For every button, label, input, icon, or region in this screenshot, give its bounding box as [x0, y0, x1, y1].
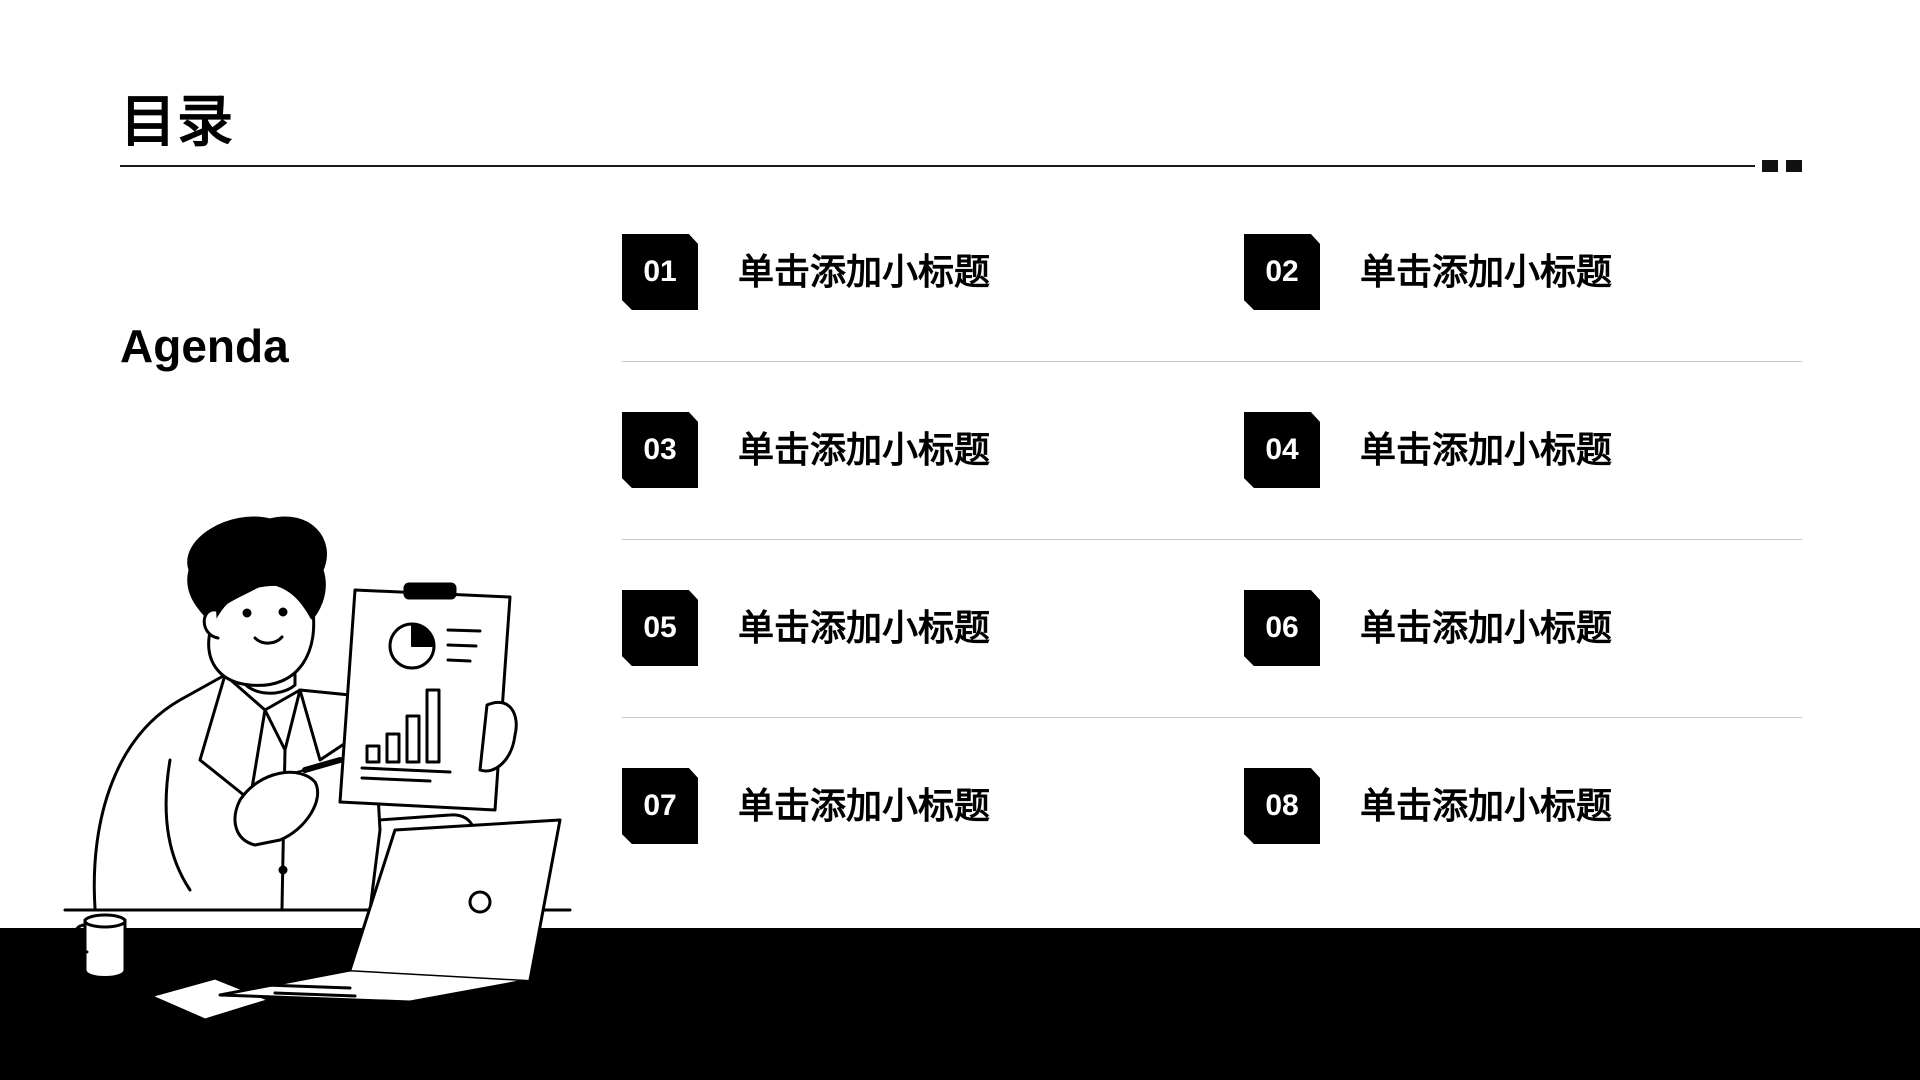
row-divider — [622, 361, 1802, 362]
agenda-item-04[interactable]: 04 单击添加小标题 — [1244, 412, 1804, 488]
number-badge: 06 — [1244, 590, 1320, 666]
agenda-item-08[interactable]: 08 单击添加小标题 — [1244, 768, 1804, 844]
number-badge: 03 — [622, 412, 698, 488]
agenda-item-label: 单击添加小标题 — [738, 430, 991, 471]
agenda-item-07[interactable]: 07 单击添加小标题 — [622, 768, 1182, 844]
square-decoration — [1762, 160, 1778, 172]
agenda-item-05[interactable]: 05 单击添加小标题 — [622, 590, 1182, 666]
agenda-item-label: 单击添加小标题 — [738, 252, 991, 293]
businessman-presenting-chart-icon — [63, 516, 572, 1032]
agenda-item-label: 单击添加小标题 — [1360, 430, 1613, 471]
row-divider — [622, 539, 1802, 540]
agenda-item-02[interactable]: 02 单击添加小标题 — [1244, 234, 1804, 310]
number-badge: 02 — [1244, 234, 1320, 310]
agenda-item-06[interactable]: 06 单击添加小标题 — [1244, 590, 1804, 666]
number-badge: 07 — [622, 768, 698, 844]
number-badge: 04 — [1244, 412, 1320, 488]
agenda-item-03[interactable]: 03 单击添加小标题 — [622, 412, 1182, 488]
agenda-row: 01 单击添加小标题 02 单击添加小标题 — [622, 234, 1802, 412]
agenda-row: 07 单击添加小标题 08 单击添加小标题 — [622, 768, 1802, 946]
number-badge: 01 — [622, 234, 698, 310]
title-divider-squares — [1762, 160, 1802, 172]
page-title: 目录 — [120, 90, 234, 155]
agenda-item-label: 单击添加小标题 — [1360, 252, 1613, 293]
agenda-item-01[interactable]: 01 单击添加小标题 — [622, 234, 1182, 310]
square-decoration — [1786, 160, 1802, 172]
agenda-item-label: 单击添加小标题 — [738, 608, 991, 649]
title-divider — [120, 165, 1755, 167]
agenda-item-label: 单击添加小标题 — [1360, 608, 1613, 649]
bottom-band — [0, 928, 1920, 1080]
page-subtitle: Agenda — [120, 320, 289, 372]
agenda-item-label: 单击添加小标题 — [738, 786, 991, 827]
row-divider — [622, 717, 1802, 718]
number-badge: 05 — [622, 590, 698, 666]
agenda-row: 05 单击添加小标题 06 单击添加小标题 — [622, 590, 1802, 768]
agenda-grid: 01 单击添加小标题 02 单击添加小标题 03 单击添加小标题 04 单击添加… — [622, 234, 1802, 854]
number-badge: 08 — [1244, 768, 1320, 844]
agenda-item-label: 单击添加小标题 — [1360, 786, 1613, 827]
agenda-row: 03 单击添加小标题 04 单击添加小标题 — [622, 412, 1802, 590]
